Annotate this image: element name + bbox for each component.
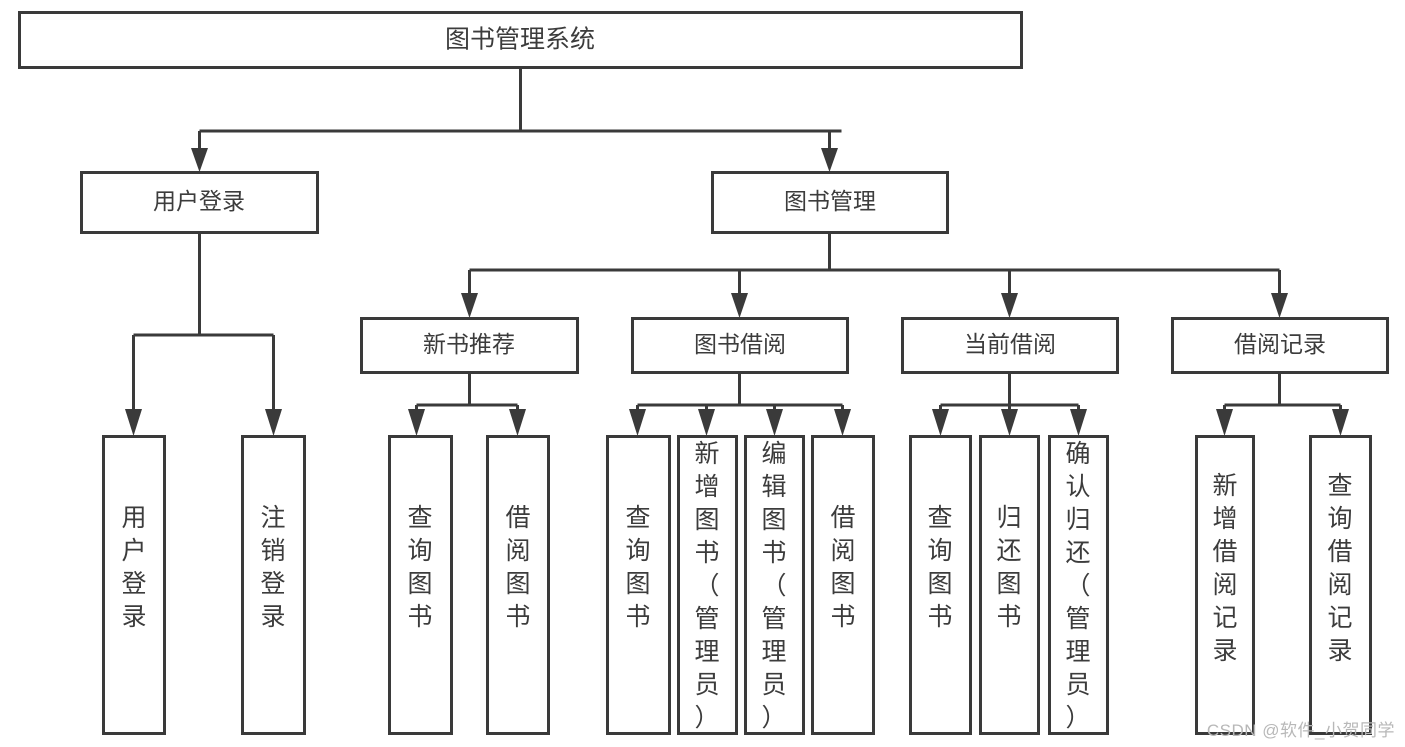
node-leaf-borrow-book-1[interactable]: 借阅图书 [486, 435, 550, 735]
watermark-text: CSDN @软件_小贺同学 [1206, 721, 1395, 740]
node-leaf-edit-book-box[interactable] [744, 435, 805, 735]
node-leaf-edit-book-label: 编辑图书（管理员） [761, 440, 786, 732]
node-new-book-recommend-label: 新书推荐 [423, 331, 515, 357]
node-leaf-add-record-box[interactable] [1195, 435, 1255, 735]
node-leaf-confirm-return-box[interactable] [1048, 435, 1109, 735]
node-leaf-query-book-1-label: 查询图书 [407, 504, 432, 631]
arrow-to-user-login [191, 148, 208, 172]
node-leaf-edit-book[interactable]: 编辑图书（管理员） [744, 435, 805, 735]
arrow-to-borrow-record [1271, 293, 1288, 318]
arrow-to-leaf-query-record [1332, 409, 1349, 436]
node-leaf-borrow-book-2-label: 借阅图书 [830, 504, 855, 631]
arrow-to-leaf-confirm-return [1070, 409, 1087, 436]
node-root[interactable]: 图书管理系统 [18, 11, 1023, 69]
node-leaf-query-book-1-box[interactable] [388, 435, 453, 735]
node-book-borrow[interactable]: 图书借阅 [631, 317, 849, 374]
arrow-to-leaf-borrow-book-2 [834, 409, 851, 436]
node-book-manage-label: 图书管理 [784, 188, 876, 214]
arrow-to-leaf-query-book-3 [932, 409, 949, 436]
node-borrow-record-label: 借阅记录 [1234, 331, 1326, 357]
node-leaf-query-record[interactable]: 查询借阅记录 [1309, 435, 1372, 735]
arrow-to-leaf-query-book-2 [629, 409, 646, 436]
node-leaf-add-book[interactable]: 新增图书（管理员） [677, 435, 738, 735]
node-leaf-user-login-label: 用户登录 [121, 504, 146, 631]
arrow-to-new-book-recommend [461, 293, 478, 318]
arrow-to-leaf-user-login [125, 409, 142, 436]
node-book-borrow-label: 图书借阅 [694, 331, 786, 357]
node-borrow-record-box[interactable] [1171, 317, 1389, 374]
arrow-to-leaf-add-record [1216, 409, 1233, 436]
node-user-login[interactable]: 用户登录 [80, 171, 319, 234]
connector-layer [125, 68, 1349, 436]
node-leaf-borrow-book-2[interactable]: 借阅图书 [811, 435, 875, 735]
node-book-borrow-box[interactable] [631, 317, 849, 374]
node-leaf-return-book[interactable]: 归还图书 [979, 435, 1040, 735]
node-leaf-user-logout-label: 注销登录 [260, 504, 285, 631]
arrow-to-book-borrow [731, 293, 748, 318]
arrow-to-book-manage [821, 148, 838, 172]
node-book-manage-box[interactable] [711, 171, 949, 234]
arrow-to-current-borrow [1001, 293, 1018, 318]
node-current-borrow-box[interactable] [901, 317, 1119, 374]
arrow-to-leaf-edit-book [766, 409, 783, 436]
node-current-borrow-label: 当前借阅 [964, 331, 1056, 357]
node-leaf-query-book-2-label: 查询图书 [625, 504, 650, 631]
node-leaf-query-record-label: 查询借阅记录 [1327, 472, 1352, 665]
node-borrow-record[interactable]: 借阅记录 [1171, 317, 1389, 374]
node-leaf-user-login[interactable]: 用户登录 [102, 435, 166, 735]
node-new-book-recommend[interactable]: 新书推荐 [360, 317, 579, 374]
node-leaf-add-record[interactable]: 新增借阅记录 [1195, 435, 1255, 735]
node-root-box[interactable] [18, 11, 1023, 69]
node-leaf-query-book-3-label: 查询图书 [927, 504, 952, 631]
node-user-login-label: 用户登录 [153, 188, 245, 214]
node-leaf-query-book-1[interactable]: 查询图书 [388, 435, 453, 735]
node-leaf-borrow-book-1-label: 借阅图书 [505, 504, 530, 631]
node-leaf-user-logout-box[interactable] [241, 435, 306, 735]
node-leaf-query-book-3-box[interactable] [909, 435, 972, 735]
node-leaf-confirm-return-label: 确认归还（管理员） [1065, 440, 1090, 732]
node-leaf-query-book-2-box[interactable] [606, 435, 671, 735]
node-leaf-query-book-2[interactable]: 查询图书 [606, 435, 671, 735]
node-leaf-borrow-book-1-box[interactable] [486, 435, 550, 735]
arrow-to-leaf-borrow-book-1 [509, 409, 526, 436]
node-leaf-confirm-return[interactable]: 确认归还（管理员） [1048, 435, 1109, 735]
node-new-book-recommend-box[interactable] [360, 317, 579, 374]
node-leaf-add-book-label: 新增图书（管理员） [694, 440, 719, 732]
node-leaf-return-book-box[interactable] [979, 435, 1040, 735]
node-leaf-user-logout[interactable]: 注销登录 [241, 435, 306, 735]
node-root-label: 图书管理系统 [445, 26, 595, 54]
node-leaf-return-book-label: 归还图书 [996, 504, 1021, 631]
node-leaf-query-record-box[interactable] [1309, 435, 1372, 735]
node-user-login-box[interactable] [80, 171, 319, 234]
arrow-to-leaf-user-logout [265, 409, 282, 436]
arrow-to-leaf-add-book [698, 409, 715, 436]
arrow-to-leaf-query-book-1 [408, 409, 425, 436]
node-leaf-user-login-box[interactable] [102, 435, 166, 735]
node-book-manage[interactable]: 图书管理 [711, 171, 949, 234]
node-leaf-query-book-3[interactable]: 查询图书 [909, 435, 972, 735]
node-leaf-add-book-box[interactable] [677, 435, 738, 735]
node-current-borrow[interactable]: 当前借阅 [901, 317, 1119, 374]
node-leaf-borrow-book-2-box[interactable] [811, 435, 875, 735]
arrow-to-leaf-return-book [1001, 409, 1018, 436]
node-leaf-add-record-label: 新增借阅记录 [1212, 472, 1237, 665]
